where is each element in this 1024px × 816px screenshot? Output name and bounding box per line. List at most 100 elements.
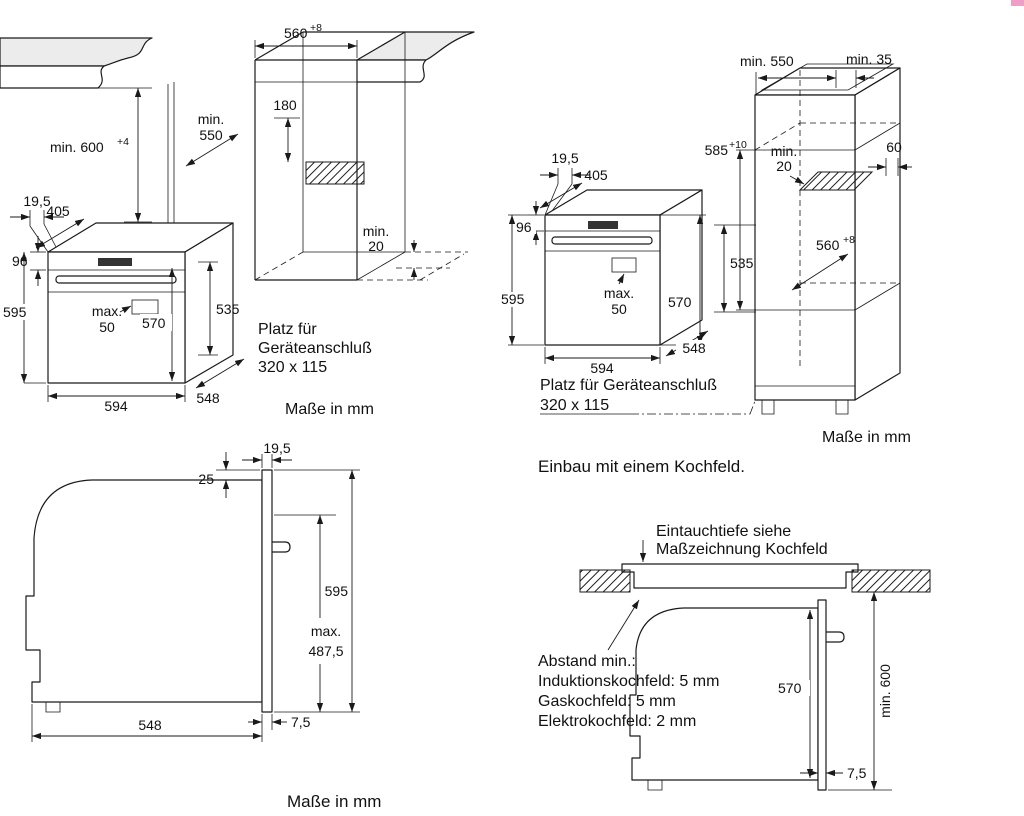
dim-rear-gap-label-1: min.: [363, 223, 389, 239]
oven-isometric-2: [544, 189, 703, 346]
oven-dimensions-2: 19,5 405 96 595 570 535 594 548 max. 50: [500, 150, 756, 376]
dim-max-label: max.: [311, 623, 341, 639]
dim-585-sup: +10: [729, 139, 747, 151]
dim-top-depth-label-2: 405: [584, 167, 608, 183]
dim-depth-label-2: 548: [682, 340, 706, 356]
dim-niche-width-560: 560 +8: [791, 234, 855, 291]
max-protrusion-box-2: [611, 257, 637, 273]
dim-connection-offset: 180: [273, 97, 300, 162]
dim-door-195-label: 19,5: [263, 440, 290, 456]
dim-535-label-2: 535: [730, 255, 754, 271]
dim-depth-label: 548: [196, 390, 220, 406]
door-handle: [55, 275, 177, 284]
dim-niche-depth-label-2: 550: [199, 127, 223, 143]
hob-profile: [621, 563, 859, 589]
dim-75-label-2: 7,5: [847, 765, 867, 781]
dim-25-label: 25: [198, 471, 214, 487]
platz-line-2b: 320 x 115: [540, 397, 609, 414]
units-note-fig1: Maße in mm: [285, 401, 374, 418]
dim-560-sup: +8: [843, 234, 855, 246]
oven-dimensions: 19,5 405 96 595 570 535 594 548 max. 50: [2, 193, 245, 414]
tall-cabinet: [754, 63, 901, 415]
platz-line-3: 320 x 115: [258, 359, 327, 376]
fig-hob-clearance: 570 min. 600 7,5 Eintauchtiefe siehe Maß…: [538, 523, 931, 791]
dim-75-label: 7,5: [291, 714, 311, 730]
connection-area-hatch: [305, 161, 365, 185]
dim-width-label: 594: [104, 398, 128, 414]
note-induktion: Induktionskochfeld: 5 mm: [538, 673, 719, 690]
note-abstand: Abstand min.:: [538, 653, 636, 670]
dim-535-label: 535: [216, 301, 240, 317]
dim-570-label-3: 570: [778, 680, 802, 696]
dim-niche-height: min. 600 +4: [50, 87, 152, 223]
door-handle-2: [551, 236, 653, 245]
dim-60-label: 60: [886, 139, 902, 155]
dim-max50-label-2: 50: [99, 319, 115, 335]
dim-door-depth-label-2: 19,5: [551, 150, 578, 166]
dim-max50-label-2b: 50: [611, 301, 627, 317]
dim-cabinet-depth: min. 550 min. 35: [740, 51, 892, 95]
control-display: [98, 258, 132, 266]
dim-niche-depth: min. 550: [185, 111, 239, 167]
oven-isometric: [47, 222, 234, 384]
dim-panel-label-2: 96: [516, 219, 532, 235]
niche-box: [167, 31, 468, 281]
connection-note: Platz für Geräteanschluß 320 x 115: [258, 321, 372, 376]
dim-rear-gap-label-2: 20: [368, 238, 384, 254]
countertop-left: [0, 37, 153, 89]
dim-niche-width-label: 560: [284, 25, 308, 41]
oven-foot: [45, 702, 61, 713]
note-eintauchtiefe-1: Eintauchtiefe siehe: [656, 523, 791, 540]
dim-top-depth-label: 405: [46, 203, 70, 219]
dim-niche-depth-label-1: min.: [198, 111, 224, 127]
dim-548-label: 548: [138, 717, 162, 733]
dim-back-gap-label: min. 35: [846, 51, 892, 67]
units-note-fig3: Maße in mm: [287, 792, 381, 811]
side-dimensions: 19,5 25 595 max. 487,5 548 7,5: [31, 440, 360, 742]
countertop-right: [356, 31, 475, 83]
note-eintauchtiefe-2: Maßzeichnung Kochfeld: [656, 541, 828, 558]
platz-line-2: Geräteanschluß: [258, 340, 372, 357]
dim-585-label: 585: [705, 142, 729, 158]
dim-conn-depth-60: 60: [868, 139, 912, 176]
dim-rear-gap: min. 20: [363, 223, 418, 280]
dim-595-label: 595: [325, 583, 349, 599]
dim-connection-offset-label: 180: [273, 97, 297, 113]
dim-niche-height-label: min. 600: [50, 139, 104, 155]
units-note-fig2: Maße in mm: [822, 429, 911, 446]
corner-artifact: [1011, 0, 1024, 6]
note-gas: Gaskochfeld: 5 mm: [538, 693, 676, 710]
dim-width-label-2: 594: [590, 360, 614, 376]
door-handle-side: [272, 541, 291, 553]
fig-under-counter: 560 +8 min. 600 +4 min. 550 180 min. 20: [0, 22, 475, 418]
dim-max50-label-1: max.: [92, 303, 122, 319]
dim-rear-gap-2: min. 20: [771, 143, 805, 185]
dim-4875-label: 487,5: [308, 643, 343, 659]
dim-panel-label: 96: [12, 253, 28, 269]
dim-min600-label: min. 600: [877, 664, 893, 718]
dim-560-label: 560: [816, 237, 840, 253]
dim-niche-height-585: 585 +10: [705, 139, 756, 311]
platz-line-1b: Platz für Geräteanschluß: [540, 377, 717, 394]
dim-niche-width-sup: +8: [310, 22, 322, 34]
fig-side-view: 19,5 25 595 max. 487,5 548 7,5 Maße in m…: [25, 440, 381, 811]
dim-gap-label-2: 20: [776, 158, 792, 174]
dim-door-depth-label: 19,5: [23, 193, 50, 209]
dim-niche-height-sup: +4: [117, 136, 129, 148]
worktop-and-hob: [579, 563, 931, 593]
fig-tall-cabinet: min. 550 min. 35 585 +10 min. 20 60 560 …: [500, 51, 912, 476]
connection-area-hatch-2: [798, 171, 874, 191]
clearance-notes: Eintauchtiefe siehe Maßzeichnung Kochfel…: [538, 523, 828, 730]
note-elektro: Elektrokochfeld: 2 mm: [538, 713, 696, 730]
dim-depth-min550-label: min. 550: [740, 53, 794, 69]
dim-570-label: 570: [142, 315, 166, 331]
control-display-2: [588, 221, 618, 229]
oven-side-outline-2: [629, 599, 845, 791]
clearance-dimensions: 570 min. 600 7,5: [607, 540, 893, 791]
oven-side-outline: [25, 469, 291, 713]
oven-foot-2: [647, 780, 663, 791]
door-handle-side-2: [826, 631, 845, 643]
dim-570-label-2: 570: [668, 294, 692, 310]
caption-kochfeld: Einbau mit einem Kochfeld.: [538, 457, 745, 476]
dim-max50-label-1b: max.: [604, 285, 634, 301]
